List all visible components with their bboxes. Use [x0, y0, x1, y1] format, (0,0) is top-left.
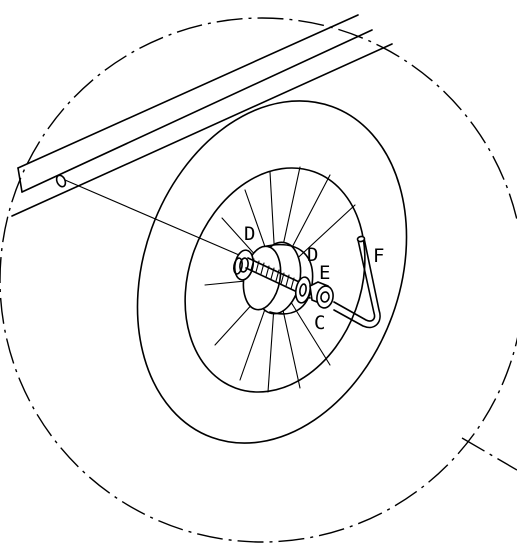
washer-e [294, 276, 312, 304]
label-c: C [314, 312, 325, 334]
frame-rail [11, 14, 393, 217]
wheel-hub [242, 241, 314, 315]
axle-hole [55, 174, 67, 188]
label-d: D [244, 223, 255, 245]
nut-c [309, 281, 334, 309]
wheel-rim [184, 167, 366, 393]
label-e-prefix: D [307, 244, 318, 266]
detail-leader-line [461, 437, 517, 471]
label-f: F [373, 245, 384, 267]
hex-key-f [333, 235, 381, 329]
detail-circle [0, 17, 517, 543]
tire-outer [136, 100, 408, 444]
label-e: E [319, 262, 330, 284]
